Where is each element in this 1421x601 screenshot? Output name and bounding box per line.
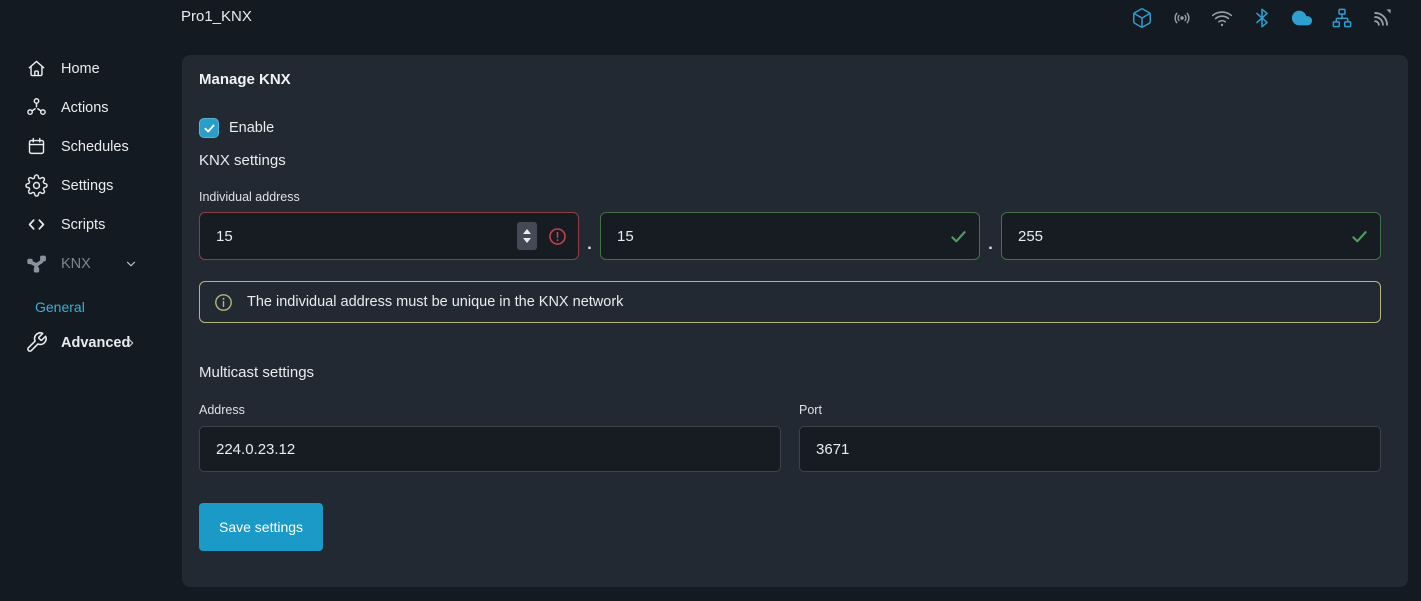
network-icon[interactable] [1331, 7, 1353, 29]
sidebar-item-advanced[interactable]: Advanced [0, 323, 181, 362]
enable-row: Enable [199, 118, 1381, 138]
valid-check-icon [948, 226, 969, 247]
knx-settings-label: KNX settings [199, 152, 286, 169]
multicast-port-group: Port [799, 403, 1381, 472]
code-icon [28, 219, 45, 230]
error-icon [547, 226, 568, 247]
sidebar-item-label: Settings [61, 177, 114, 194]
multicast-address-input[interactable] [199, 426, 781, 472]
address-device-field [1001, 212, 1381, 260]
sidebar-item-label: Actions [61, 99, 109, 116]
wifi-icon[interactable] [1211, 7, 1233, 29]
bluetooth-icon[interactable] [1251, 7, 1273, 29]
valid-check-icon [1349, 226, 1370, 247]
stepper-down-icon[interactable] [523, 238, 531, 243]
check-icon [204, 124, 214, 132]
sidebar-item-label: Home [61, 60, 100, 77]
sidebar-item-home[interactable]: Home [0, 49, 181, 88]
sidebar-item-knx[interactable]: KNX [0, 244, 181, 283]
multicast-port-input[interactable] [799, 426, 1381, 472]
chevron-right-icon [128, 338, 134, 347]
info-icon [215, 293, 232, 311]
address-device-input[interactable] [1018, 227, 1349, 245]
multicast-address-label: Address [199, 403, 245, 417]
sidebar-item-schedules[interactable]: Schedules [0, 127, 181, 166]
signal-icon[interactable] [1371, 7, 1393, 29]
gear-icon [25, 174, 48, 197]
address-separator: . [988, 236, 993, 253]
topbar-status-icons [1131, 0, 1393, 35]
wrench-icon [27, 332, 47, 352]
chevron-down-icon [126, 261, 136, 266]
broadcast-icon[interactable] [1171, 7, 1193, 29]
cloud-icon[interactable] [1291, 7, 1313, 29]
sidebar-item-actions[interactable]: Actions [0, 88, 181, 127]
sidebar-item-general[interactable]: General [0, 291, 181, 323]
home-icon [28, 60, 45, 77]
address-separator: . [587, 236, 592, 253]
sidebar-item-label: Schedules [61, 138, 129, 155]
address-line-input[interactable] [617, 227, 948, 245]
calendar-icon [28, 137, 45, 155]
number-stepper[interactable] [517, 222, 537, 250]
address-line-field [600, 212, 980, 260]
package-icon[interactable] [1131, 7, 1153, 29]
individual-address-row: . . [199, 212, 1381, 260]
info-banner: The individual address must be unique in… [199, 281, 1381, 323]
individual-address-label: Individual address [199, 190, 300, 204]
panel-heading: Manage KNX [199, 71, 291, 88]
address-area-field [199, 212, 579, 260]
sidebar-item-label: Advanced [61, 334, 131, 351]
sidebar: Home Actions Schedules Settings Scripts [0, 35, 181, 601]
stepper-up-icon[interactable] [523, 229, 531, 234]
topbar: Pro1_KNX [0, 0, 1421, 35]
manage-knx-panel: Manage KNX Enable KNX settings Individua… [182, 55, 1408, 587]
enable-label: Enable [229, 120, 275, 136]
page-title: Pro1_KNX [181, 8, 252, 25]
multicast-fields: Address Port [199, 403, 1381, 472]
sidebar-item-label: KNX [61, 255, 91, 272]
enable-checkbox[interactable] [199, 118, 219, 138]
multicast-address-group: Address [199, 403, 781, 472]
address-area-input[interactable] [216, 227, 517, 245]
sidebar-item-settings[interactable]: Settings [0, 166, 181, 205]
actions-icon [27, 98, 46, 116]
sidebar-item-label: Scripts [61, 216, 106, 233]
sidebar-item-label: General [35, 299, 85, 315]
info-message: The individual address must be unique in… [247, 294, 624, 310]
sidebar-item-scripts[interactable]: Scripts [0, 205, 181, 244]
multicast-port-label: Port [799, 403, 822, 417]
knx-icon [27, 255, 46, 273]
save-settings-button[interactable]: Save settings [199, 503, 324, 551]
multicast-settings-heading: Multicast settings [199, 364, 315, 381]
